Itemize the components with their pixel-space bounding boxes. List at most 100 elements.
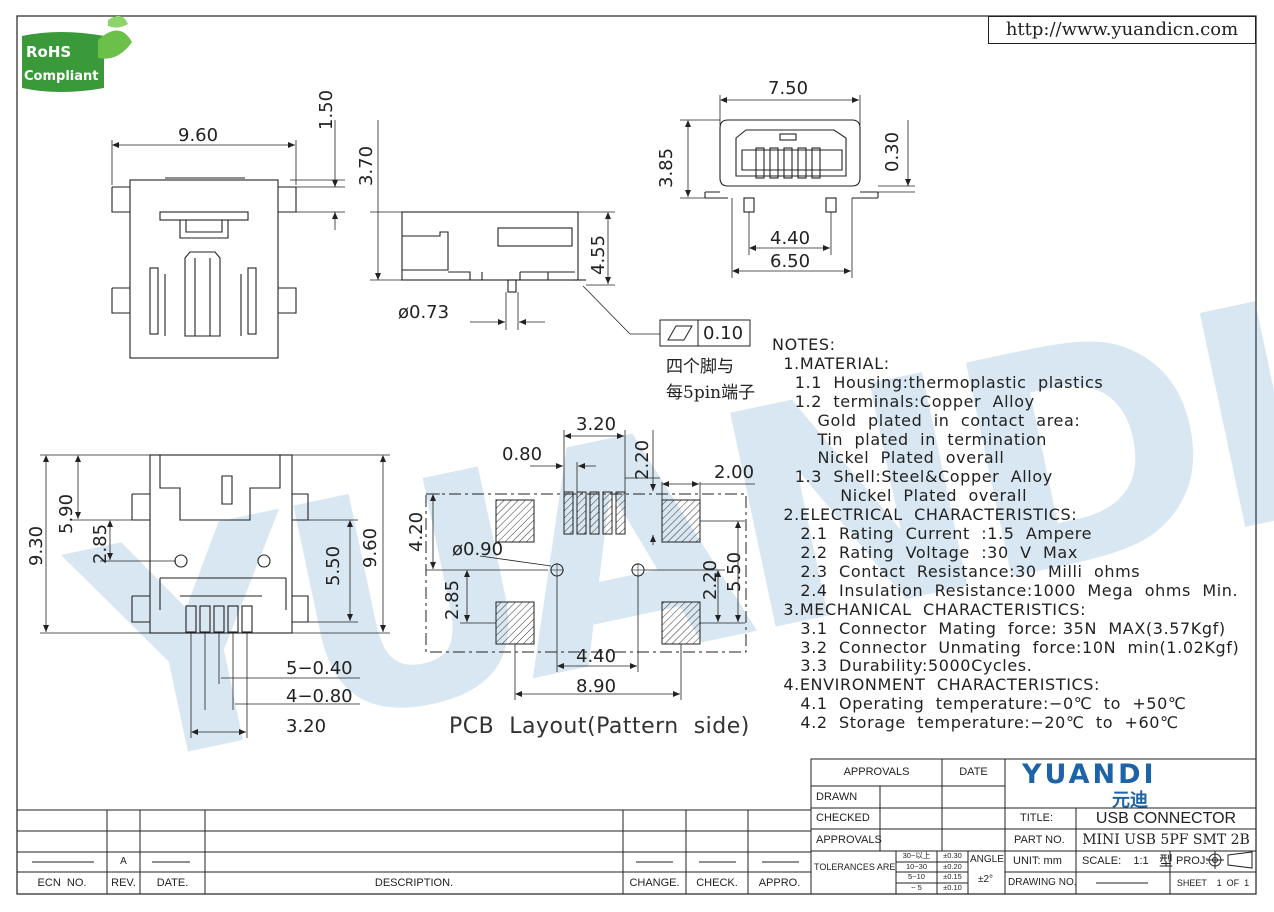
dim-top-h2: 3.70 xyxy=(356,145,377,186)
top-view xyxy=(111,177,297,359)
revision-header: REV. xyxy=(111,877,136,889)
dim-front-pitch: 4.40 xyxy=(770,228,811,249)
side-view xyxy=(401,211,586,293)
sheet-border xyxy=(16,15,1257,895)
svg-text:RoHS: RoHS xyxy=(26,43,71,61)
dim-pin-diameter: ø0.73 xyxy=(398,302,450,323)
checked-label: CHECKED xyxy=(816,812,870,824)
tolerance-range: ~ 5 xyxy=(911,883,922,892)
note-line: 4.2 Storage temperature:−20℃ to +60℃ xyxy=(772,713,1179,733)
title-value: USB CONNECTOR xyxy=(1095,810,1237,827)
note-line: 4.1 Operating temperature:−0℃ to +50℃ xyxy=(772,694,1187,714)
front-view-dims xyxy=(680,95,915,278)
dim-pcb-080: 0.80 xyxy=(502,444,543,465)
dim-bottom-550: 5.50 xyxy=(323,545,344,586)
svg-text:YUANDI: YUANDI xyxy=(1021,759,1157,790)
dim-front-width: 7.50 xyxy=(768,78,809,99)
note-line: Gold plated in contact area: xyxy=(772,410,1081,430)
note-line: Tin plated in termination xyxy=(772,429,1047,449)
flatness-note-2: 每5pin端子 xyxy=(666,383,756,403)
dim-bottom-5x040: 5−0.40 xyxy=(286,658,353,679)
note-line: 2.2 Rating Voltage :30 V Max xyxy=(772,542,1078,562)
title-label: TITLE: xyxy=(1020,812,1054,824)
revision-header: DATE. xyxy=(156,877,189,889)
tolerance-value: ±0.20 xyxy=(943,862,962,871)
website-url[interactable]: http://www.yuandicn.com xyxy=(988,16,1256,44)
tolerance-value: ±0.30 xyxy=(943,851,962,860)
unit-label: UNIT: mm xyxy=(1013,855,1062,867)
svg-text:元迪: 元迪 xyxy=(1112,790,1148,811)
dim-bottom-590: 5.90 xyxy=(56,493,77,534)
dim-pcb-890: 8.90 xyxy=(576,676,617,697)
dim-pcb-285: 2.85 xyxy=(442,579,463,620)
angle-label: ANGLE xyxy=(970,854,1004,865)
title-block-lines xyxy=(17,758,1257,895)
note-line: Nickel Plated overall xyxy=(772,448,1005,468)
note-line: 2.ELECTRICAL CHARACTERISTICS: xyxy=(772,505,1078,525)
flatness-note-1: 四个脚与 xyxy=(666,357,734,377)
approvals-label: APPROVALS xyxy=(816,834,882,846)
scale-label: SCALE: 1:1 xyxy=(1082,855,1149,867)
part-no-label: PART NO. xyxy=(1014,834,1065,846)
dim-bottom-960: 9.60 xyxy=(360,527,381,568)
drawing-no-label: DRAWING NO. xyxy=(1008,877,1077,888)
dim-pcb-220-top: 2.20 xyxy=(632,439,653,480)
pcb-layout xyxy=(425,491,747,653)
tolerance-range: 5~10 xyxy=(908,872,925,881)
tolerance-range: 30~以上 xyxy=(902,851,931,860)
dim-pcb-200: 2.00 xyxy=(714,462,755,483)
dim-bottom-4x080: 4−0.80 xyxy=(286,686,353,707)
revision-header: CHANGE. xyxy=(629,877,680,889)
revision-header: APPRO. xyxy=(758,877,801,889)
dim-side-h: 4.55 xyxy=(588,234,609,275)
note-line: 2.4 Insulation Resistance:1000 Mega ohms… xyxy=(772,580,1239,600)
pcb-layout-title: PCB Layout(Pattern side) xyxy=(449,714,750,739)
flatness-value: 0.10 xyxy=(703,323,744,344)
dim-pcb-550: 5.50 xyxy=(724,551,745,592)
dim-top-width: 9.60 xyxy=(178,125,219,146)
drawn-label: DRAWN xyxy=(816,791,858,803)
part-no-value: MINI USB 5PF SMT 2B型 xyxy=(1082,832,1250,870)
angle-value: ±2° xyxy=(978,874,994,885)
bottom-view xyxy=(131,454,309,634)
svg-text:Compliant: Compliant xyxy=(24,69,98,84)
rohs-logo: RoHS Compliant xyxy=(22,15,132,92)
side-view-dims xyxy=(370,120,660,335)
dim-bottom-285: 2.85 xyxy=(90,523,111,564)
note-line: 3.MECHANICAL CHARACTERISTICS: xyxy=(772,599,1087,619)
dim-pcb-420: 4.20 xyxy=(406,511,427,552)
approvals-header: APPROVALS xyxy=(843,766,910,778)
note-line: 4.ENVIRONMENT CHARACTERISTICS: xyxy=(772,675,1101,695)
rev-value: A xyxy=(120,856,127,867)
sheet-label: SHEET 1 OF 1 xyxy=(1176,878,1250,888)
flatness-frame xyxy=(659,319,751,347)
dim-pcb-440: 4.40 xyxy=(576,646,617,667)
tolerance-range: 10~30 xyxy=(905,862,928,871)
note-line: 2.1 Rating Current :1.5 Ampere xyxy=(772,524,1093,544)
dim-pcb-320: 3.20 xyxy=(576,414,617,435)
dim-front-height: 3.85 xyxy=(656,147,677,188)
note-line: 1.3 Shell:Steel&Copper Alloy xyxy=(772,467,1053,487)
tolerances-label: TOLERANCES ARE xyxy=(814,862,896,872)
bottom-view-dims xyxy=(40,454,390,738)
top-view-dims xyxy=(111,120,345,230)
note-line: 3.3 Durability:5000Cycles. xyxy=(772,656,1033,676)
dim-pcb-hole: ø0.90 xyxy=(452,539,504,560)
tolerance-value: ±0.10 xyxy=(943,883,962,892)
proj-label: PROJ: xyxy=(1176,855,1209,867)
note-line: 3.1 Connector Mating force: 35N MAX(3.57… xyxy=(772,618,1226,638)
revision-header: CHECK. xyxy=(696,877,738,889)
brand-logo: YUANDI 元迪 xyxy=(1021,759,1157,811)
dim-front-thickness: 0.30 xyxy=(882,131,903,172)
front-view xyxy=(704,119,879,213)
note-line: 2.3 Contact Resistance:30 Milli ohms xyxy=(772,561,1141,581)
revision-header: ECN NO. xyxy=(37,877,87,889)
date-header: DATE xyxy=(959,766,988,778)
revision-header: DESCRIPTION. xyxy=(374,877,454,889)
note-line: 1.2 terminals:Copper Alloy xyxy=(772,391,1035,411)
note-line: NOTES: xyxy=(772,335,836,354)
note-line: 1.1 Housing:thermoplastic plastics xyxy=(772,372,1104,392)
note-line: 3.2 Connector Unmating force:10N min(1.0… xyxy=(772,637,1240,657)
